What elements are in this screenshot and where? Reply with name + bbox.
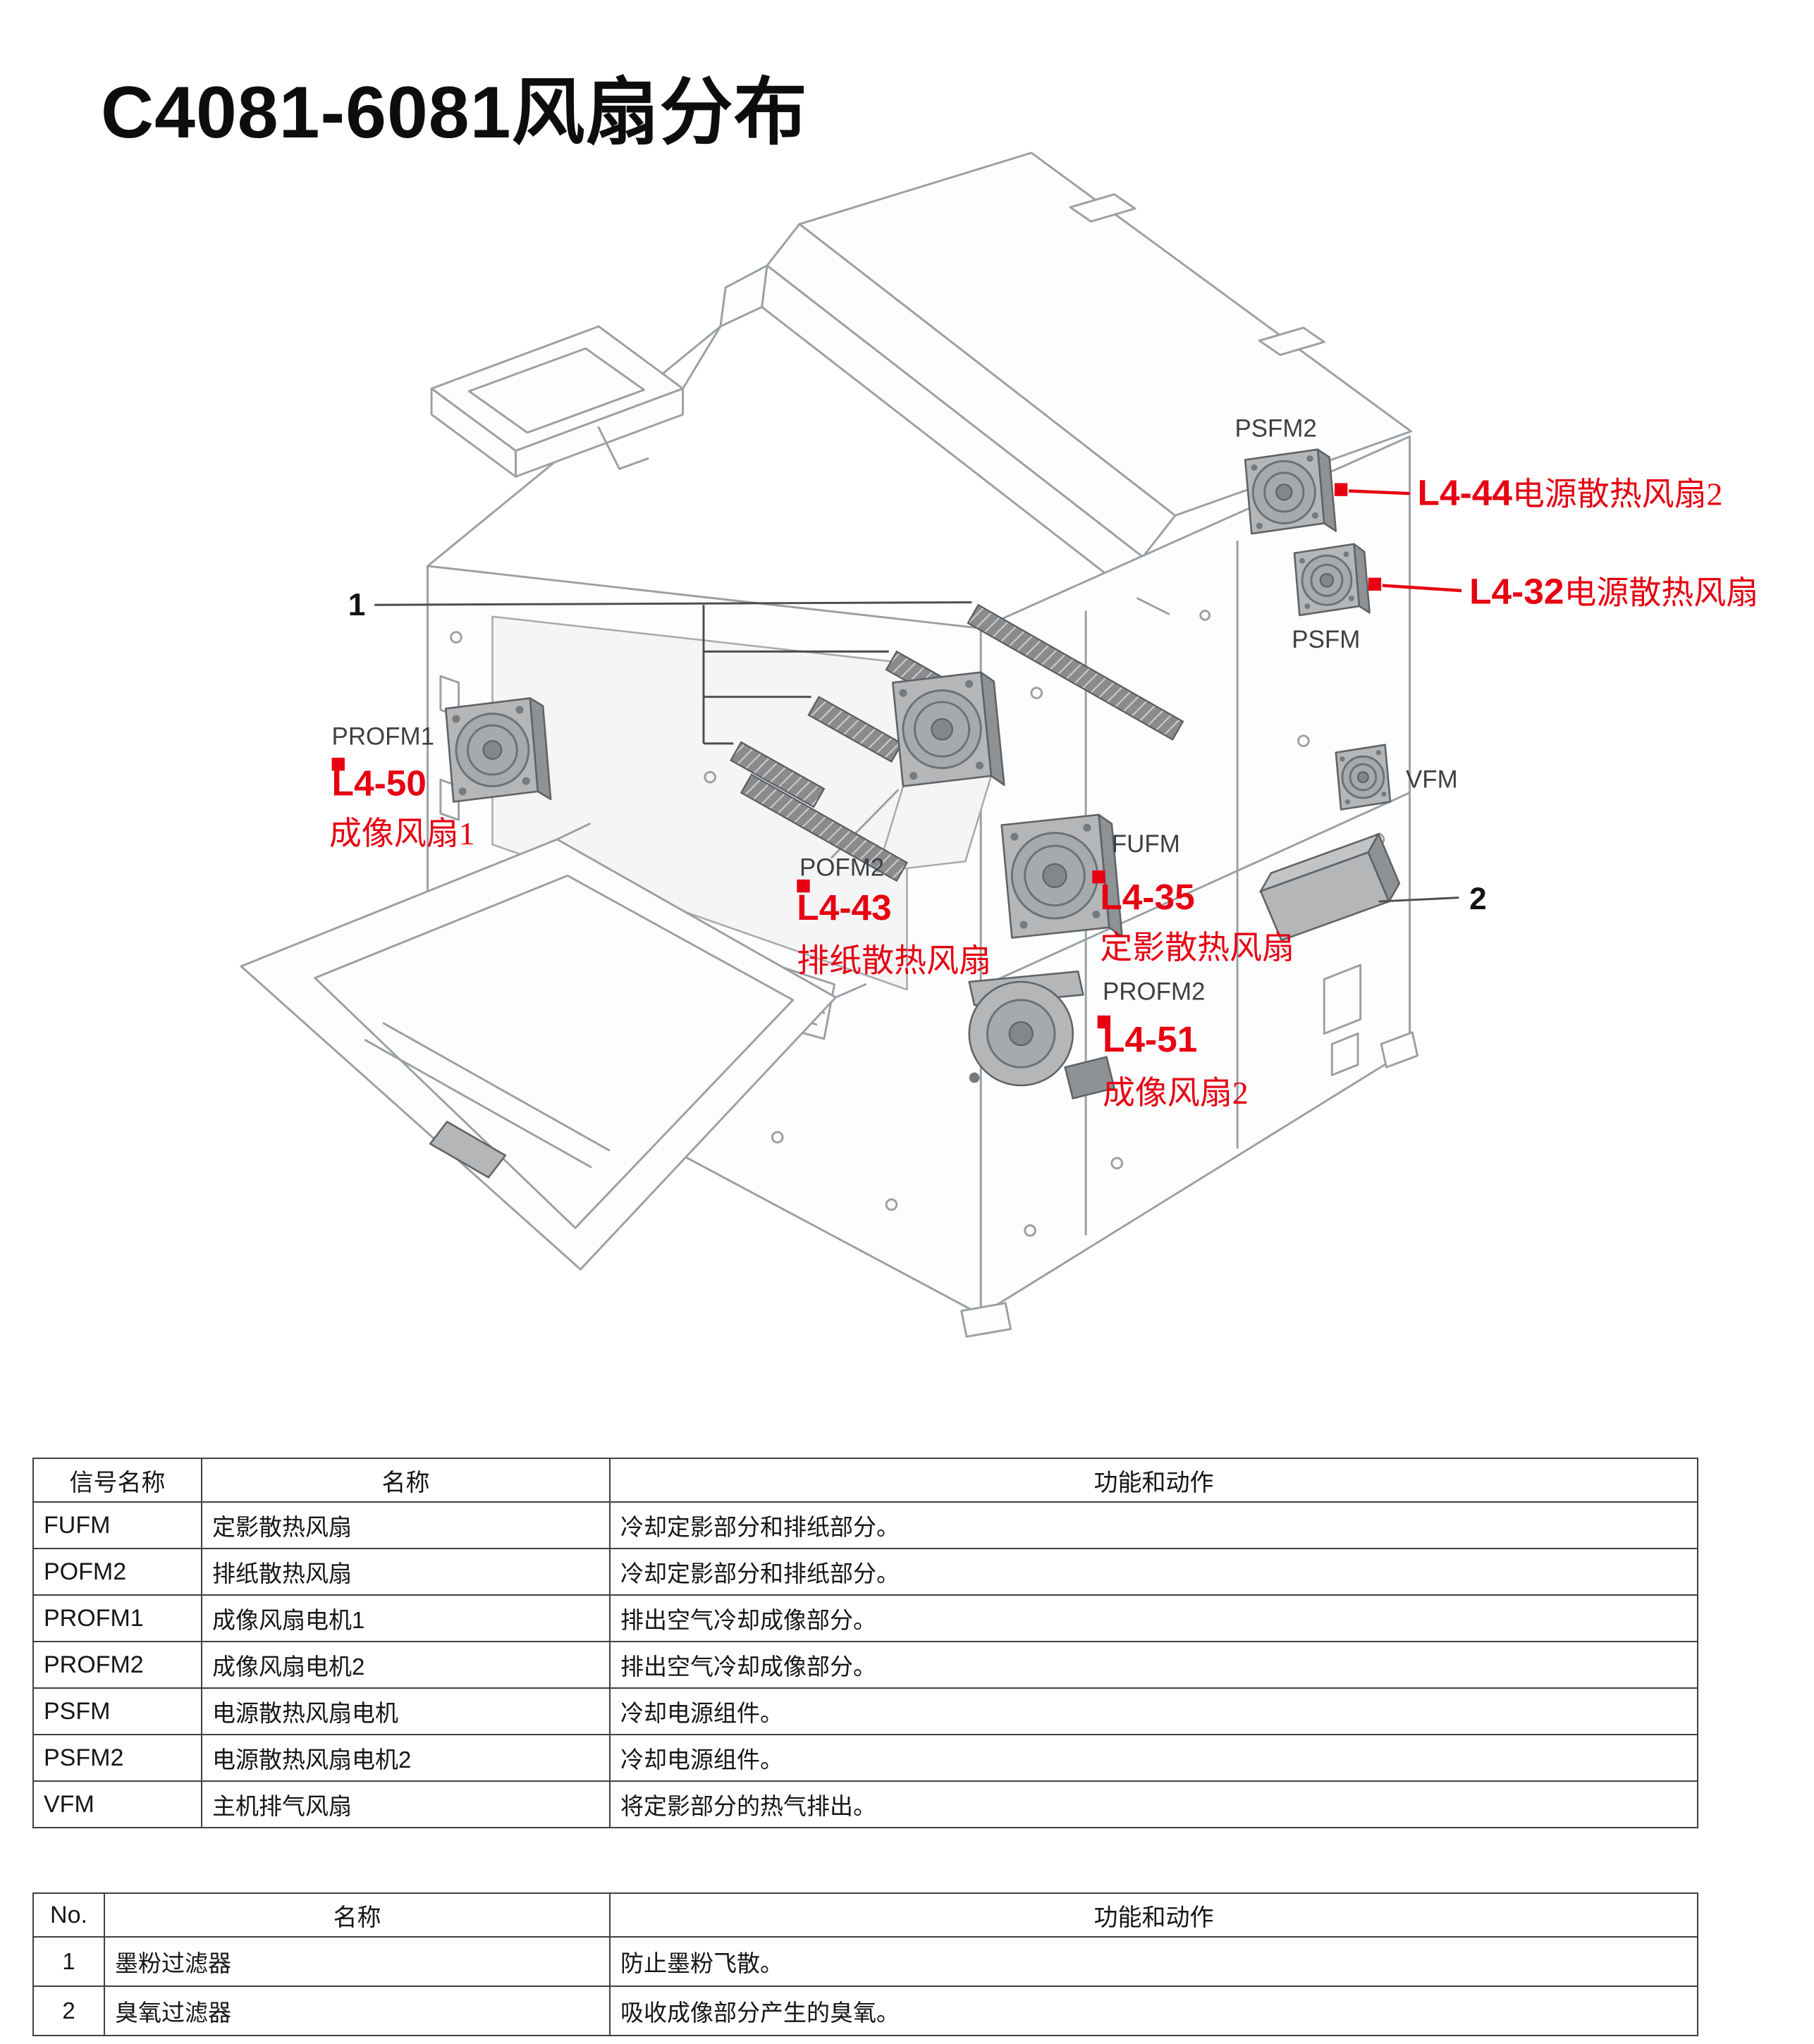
table-row: POFM2 排纸散热风扇 冷却定影部分和排纸部分。 — [32, 1548, 1698, 1596]
psfm2-label: PSFM2 — [1234, 414, 1316, 442]
filter-table-header-function: 功能和动作 — [609, 1892, 1698, 1938]
psfm-fan — [1293, 543, 1371, 617]
psfm-label: PSFM — [1292, 626, 1360, 653]
l4-43-name-label: 排纸散热风扇 — [797, 942, 991, 978]
pofm2-label: POFM2 — [799, 854, 884, 881]
cell-function: 冷却电源组件。 — [609, 1687, 1698, 1735]
printer-fan-diagram: PSFM2 PSFM VFM PROFM1 POFM2 FUFM PROFM2 … — [240, 152, 1758, 1338]
cell-name: 电源散热风扇电机2 — [201, 1734, 611, 1782]
pofm2-fan — [891, 671, 1005, 787]
cell-name: 排纸散热风扇 — [201, 1548, 611, 1596]
table-row: VFM 主机排气风扇 将定影部分的热气排出。 — [32, 1780, 1698, 1828]
table-row: PSFM2 电源散热风扇电机2 冷却电源组件。 — [32, 1734, 1698, 1782]
callout-number-2: 2 — [1469, 882, 1487, 916]
cell-signal: PSFM2 — [32, 1734, 202, 1782]
callout-number-1: 1 — [348, 588, 366, 622]
table-row: FUFM 定影散热风扇 冷却定影部分和排纸部分。 — [32, 1501, 1698, 1549]
cell-name: 墨粉过滤器 — [104, 1936, 611, 1987]
vfm-label: VFM — [1406, 765, 1458, 793]
table-row: PSFM 电源散热风扇电机 冷却电源组件。 — [32, 1687, 1698, 1735]
l4-50-code-label: L4-50 — [332, 762, 427, 803]
cell-name: 定影散热风扇 — [201, 1501, 611, 1549]
cell-function: 冷却定影部分和排纸部分。 — [609, 1501, 1698, 1549]
fan-table-header-function: 功能和动作 — [609, 1458, 1698, 1503]
l4-50-name-label: 成像风扇1 — [329, 815, 475, 851]
psfm2-fan — [1244, 448, 1337, 535]
callout-lines — [374, 601, 1459, 903]
cell-function: 防止墨粉飞散。 — [609, 1936, 1698, 1987]
l4-32-callout-label: L4-32电源散热风扇 — [1469, 570, 1758, 611]
cell-no: 2 — [32, 1985, 105, 2036]
cell-signal: PROFM1 — [32, 1594, 202, 1642]
fan-table-header-name: 名称 — [201, 1458, 611, 1503]
fufm-label: FUFM — [1112, 830, 1180, 858]
profm2-label: PROFM2 — [1103, 978, 1205, 1006]
cell-name: 臭氧过滤器 — [104, 1985, 611, 2036]
profm1-fan — [444, 697, 552, 803]
cell-function: 吸收成像部分产生的臭氧。 — [609, 1985, 1698, 2036]
table-row: PROFM2 成像风扇电机2 排出空气冷却成像部分。 — [32, 1641, 1698, 1689]
cell-function: 排出空气冷却成像部分。 — [609, 1641, 1698, 1689]
l4-51-name-label: 成像风扇2 — [1103, 1075, 1249, 1111]
profm2-fan — [968, 971, 1115, 1100]
toner-filter-strips — [730, 603, 1184, 882]
table-row: PROFM1 成像风扇电机1 排出空气冷却成像部分。 — [32, 1594, 1698, 1642]
table-row: 2 臭氧过滤器 吸收成像部分产生的臭氧。 — [32, 1985, 1698, 2036]
red-callout-marks — [331, 483, 1462, 1029]
profm1-label: PROFM1 — [332, 723, 434, 751]
table-header-row: 信号名称 名称 功能和动作 — [32, 1458, 1698, 1503]
fan-signal-table-wrap: 信号名称 名称 功能和动作 FUFM 定影散热风扇 冷却定影部分和排纸部分。 P… — [32, 1458, 1698, 1828]
cell-name: 成像风扇电机1 — [201, 1594, 611, 1642]
printer-outline — [240, 152, 1419, 1338]
l4-35-code-label: L4-35 — [1100, 876, 1194, 917]
cell-function: 排出空气冷却成像部分。 — [609, 1594, 1698, 1642]
cell-name: 电源散热风扇电机 — [201, 1687, 611, 1735]
cell-name: 主机排气风扇 — [201, 1780, 611, 1828]
filter-table: No. 名称 功能和动作 1 墨粉过滤器 防止墨粉飞散。 2 臭氧过滤器 吸收成… — [32, 1892, 1698, 2036]
page-title: C4081-6081风扇分布 — [101, 72, 808, 154]
cell-signal: POFM2 — [32, 1548, 202, 1596]
l4-51-code-label: L4-51 — [1103, 1018, 1197, 1059]
l4-43-code-label: L4-43 — [797, 887, 891, 928]
cell-signal: PSFM — [32, 1687, 202, 1735]
cell-function: 将定影部分的热气排出。 — [609, 1780, 1698, 1828]
cell-function: 冷却定影部分和排纸部分。 — [609, 1548, 1698, 1596]
l4-44-callout-label: L4-44电源散热风扇2 — [1418, 472, 1723, 513]
table-header-row: No. 名称 功能和动作 — [32, 1892, 1698, 1938]
fan-signal-table: 信号名称 名称 功能和动作 FUFM 定影散热风扇 冷却定影部分和排纸部分。 P… — [32, 1458, 1698, 1828]
l4-35-name-label: 定影散热风扇 — [1100, 930, 1294, 966]
filter-table-wrap: No. 名称 功能和动作 1 墨粉过滤器 防止墨粉飞散。 2 臭氧过滤器 吸收成… — [32, 1892, 1698, 2036]
cell-signal: PROFM2 — [32, 1641, 202, 1689]
filter-table-header-no: No. — [32, 1892, 105, 1938]
table-row: 1 墨粉过滤器 防止墨粉飞散。 — [32, 1936, 1698, 1987]
fufm-fan — [1000, 813, 1123, 939]
filter-table-header-name: 名称 — [104, 1892, 611, 1938]
cell-no: 1 — [32, 1936, 105, 1987]
fan-table-header-signal: 信号名称 — [32, 1458, 202, 1503]
cell-function: 冷却电源组件。 — [609, 1734, 1698, 1782]
vfm-fan — [1335, 744, 1392, 811]
cell-name: 成像风扇电机2 — [201, 1641, 611, 1689]
ozone-filter — [1258, 832, 1401, 942]
cell-signal: VFM — [32, 1780, 202, 1828]
cell-signal: FUFM — [32, 1501, 202, 1549]
